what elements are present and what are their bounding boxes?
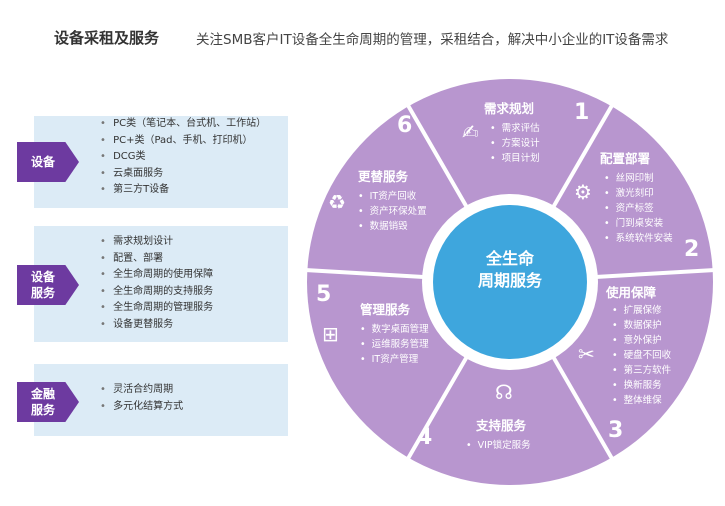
wrench-screwdriver-icon: ✂ <box>578 342 595 366</box>
center-line: 全生命 <box>485 249 534 268</box>
list-item: 全生命周期的支持服务 <box>100 284 213 301</box>
list-item: 云桌面服务 <box>100 166 266 183</box>
segment-title: 需求规划 <box>484 101 535 116</box>
list-item: 硬盘不回收 <box>612 348 672 363</box>
list-item: 资产标签 <box>604 201 673 216</box>
segment-title: 管理服务 <box>360 302 411 317</box>
list-item: 资产环保处置 <box>358 204 427 219</box>
category-list: PC类（笔记本、台式机、工作站） PC+类（Pad、手机、打印机） DCG类 云… <box>100 116 266 199</box>
page-title: 设备采租及服务 <box>54 29 160 47</box>
segment-deployment: 配置部署 丝网印制激光刻印资产标签门到桌安装系统软件安装 <box>600 148 673 246</box>
category-list: 需求规划设计 配置、部署 全生命周期的使用保障 全生命周期的支持服务 全生命周期… <box>100 234 213 333</box>
category-list: 灵活合约周期 多元化结算方式 <box>100 382 183 415</box>
list-item: 需求规划设计 <box>100 234 213 251</box>
list-item: 数字桌面管理 <box>360 322 429 337</box>
list-item: 数据销毁 <box>358 219 427 234</box>
segment-number: 5 <box>316 282 332 307</box>
segment-number: 2 <box>684 237 700 262</box>
category-tag: 设备服务 <box>17 265 79 305</box>
segment-title: 更替服务 <box>358 169 409 184</box>
org-chart-icon: ⊞ <box>322 322 339 346</box>
list-item: 设备更替服务 <box>100 317 213 334</box>
list-item: IT资产回收 <box>358 189 427 204</box>
list-item: DCG类 <box>100 149 266 166</box>
list-item: 方案设计 <box>490 136 540 151</box>
list-item: 丝网印制 <box>604 171 673 186</box>
segment-title: 配置部署 <box>600 151 651 166</box>
list-item: 门到桌安装 <box>604 216 673 231</box>
segment-number: 3 <box>608 418 624 443</box>
segment-title: 支持服务 <box>476 418 527 433</box>
list-item: 扩展保修 <box>612 303 671 318</box>
headset-agent-icon: ☊ <box>495 380 513 404</box>
segment-usage-assurance: 使用保障 扩展保修数据保护意外保护硬盘不回收第三方软件换新服务整体维保 <box>606 282 671 408</box>
list-item: 灵活合约周期 <box>100 382 183 399</box>
list-item: 第三方软件 <box>612 363 672 378</box>
segment-title: 使用保障 <box>606 285 657 300</box>
list-item: 换新服务 <box>612 378 671 393</box>
center-line: 周期服务 <box>477 271 542 290</box>
category-tag: 金融服务 <box>17 382 79 422</box>
segment-number: 1 <box>574 100 590 125</box>
list-item: 全生命周期的管理服务 <box>100 300 213 317</box>
list-item: IT资产管理 <box>360 352 429 367</box>
list-item: 配置、部署 <box>100 251 213 268</box>
list-item: VIP锁定服务 <box>466 438 531 453</box>
segment-management: 管理服务 数字桌面管理运维服务管理IT资产管理 <box>360 299 429 367</box>
tag-text: 设备服务 <box>30 270 55 300</box>
list-item: 项目计划 <box>490 151 540 166</box>
category-tag: 设备 <box>17 142 79 182</box>
document-pen-icon: ✍ <box>462 120 479 144</box>
list-item: PC+类（Pad、手机、打印机） <box>100 133 266 150</box>
window-gear-icon: ⚙ <box>574 180 592 204</box>
page-subtitle: 关注SMB客户IT设备全生命周期的管理，采租结合，解决中小企业的IT设备需求 <box>196 32 669 48</box>
list-item: 运维服务管理 <box>360 337 429 352</box>
list-item: 需求评估 <box>490 121 540 136</box>
tag-text: 金融服务 <box>30 387 55 417</box>
list-item: 全生命周期的使用保障 <box>100 267 213 284</box>
center-label: 全生命 周期服务 <box>443 248 577 292</box>
segment-demand-planning: 需求规划 需求评估方案设计项目计划 <box>484 98 540 166</box>
segment-support: 支持服务 VIP锁定服务 <box>476 415 531 453</box>
list-item: 系统软件安装 <box>604 231 673 246</box>
list-item: 整体维保 <box>612 393 671 408</box>
list-item: 激光刻印 <box>604 186 673 201</box>
center-circle <box>433 205 587 359</box>
list-item: 多元化结算方式 <box>100 399 183 416</box>
recycle-icon: ♻ <box>328 190 346 214</box>
segment-replacement: 更替服务 IT资产回收资产环保处置数据销毁 <box>358 166 427 234</box>
list-item: 第三方T设备 <box>100 182 266 199</box>
segment-number: 4 <box>417 425 433 450</box>
list-item: PC类（笔记本、台式机、工作站） <box>100 116 266 133</box>
list-item: 数据保护 <box>612 318 671 333</box>
list-item: 意外保护 <box>612 333 671 348</box>
segment-number: 6 <box>397 113 413 138</box>
